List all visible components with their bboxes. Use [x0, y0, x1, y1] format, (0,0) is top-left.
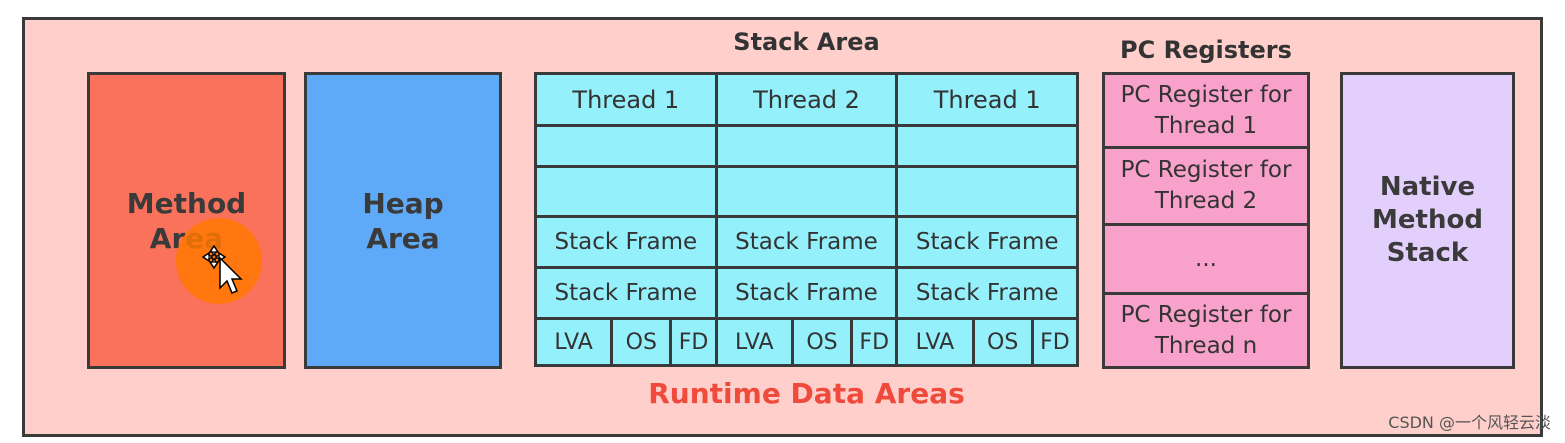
- stack-thread-column: Thread 1 Stack Frame Stack Frame LVA OS …: [537, 75, 718, 364]
- pc-register-cell: PC Register for Thread n: [1120, 301, 1292, 359]
- stack-thread-column: Thread 2 Stack Frame Stack Frame LVA OS …: [717, 75, 899, 364]
- pc-registers: PC Register for Thread 1 PC Register for…: [1102, 72, 1310, 369]
- fd-cell: FD: [1040, 329, 1070, 355]
- stack-frame: Stack Frame: [898, 218, 1077, 269]
- empty-stack-slot: [898, 127, 1077, 168]
- fd-cell: FD: [859, 329, 890, 355]
- empty-stack-slot: [717, 168, 896, 218]
- pc-register-cell: PC Register for Thread 1: [1105, 75, 1307, 149]
- stack-frame-parts: LVA OS FD: [898, 320, 1076, 364]
- stack-frame: Stack Frame: [717, 269, 896, 320]
- lva-cell: LVA: [537, 320, 614, 364]
- watermark: CSDN @一个风轻云淡: [1388, 413, 1551, 432]
- pc-register-cell: PC Register for Thread 2: [1105, 149, 1307, 226]
- os-cell: OS: [794, 320, 854, 364]
- stack-frame: Stack Frame: [537, 269, 715, 320]
- method-area: Method Area: [87, 72, 286, 369]
- move-cursor-icon: [202, 244, 243, 294]
- pc-register-ellipsis: ...: [1105, 226, 1307, 295]
- stack-frame-parts: LVA OS FD: [718, 320, 896, 364]
- empty-stack-slot: [537, 127, 715, 168]
- stack-thread-column: Thread 1 Stack Frame Stack Frame LVA OS …: [898, 75, 1077, 364]
- os-cell: OS: [975, 320, 1034, 364]
- lva-cell: LVA: [898, 320, 975, 364]
- fd-cell: FD: [678, 329, 709, 355]
- empty-stack-slot: [717, 127, 896, 168]
- thread-label: Thread 1: [537, 75, 715, 127]
- stack-area-title: Stack Area: [733, 28, 880, 56]
- lva-cell: LVA: [718, 320, 794, 364]
- runtime-data-areas-title: Runtime Data Areas: [648, 377, 965, 410]
- thread-label: Thread 2: [717, 75, 896, 127]
- stack-frame: Stack Frame: [537, 218, 715, 269]
- pc-registers-title: PC Registers: [1120, 36, 1292, 64]
- native-method-stack: Native Method Stack: [1340, 72, 1515, 369]
- stack-area: Thread 1 Stack Frame Stack Frame LVA OS …: [534, 72, 1079, 367]
- stack-frame: Stack Frame: [717, 218, 896, 269]
- thread-label: Thread 1: [898, 75, 1077, 127]
- empty-stack-slot: [537, 168, 715, 218]
- stack-frame: Stack Frame: [898, 269, 1077, 320]
- heap-area: Heap Area: [304, 72, 502, 369]
- stack-frame-parts: LVA OS FD: [537, 320, 715, 364]
- os-cell: OS: [613, 320, 673, 364]
- empty-stack-slot: [898, 168, 1077, 218]
